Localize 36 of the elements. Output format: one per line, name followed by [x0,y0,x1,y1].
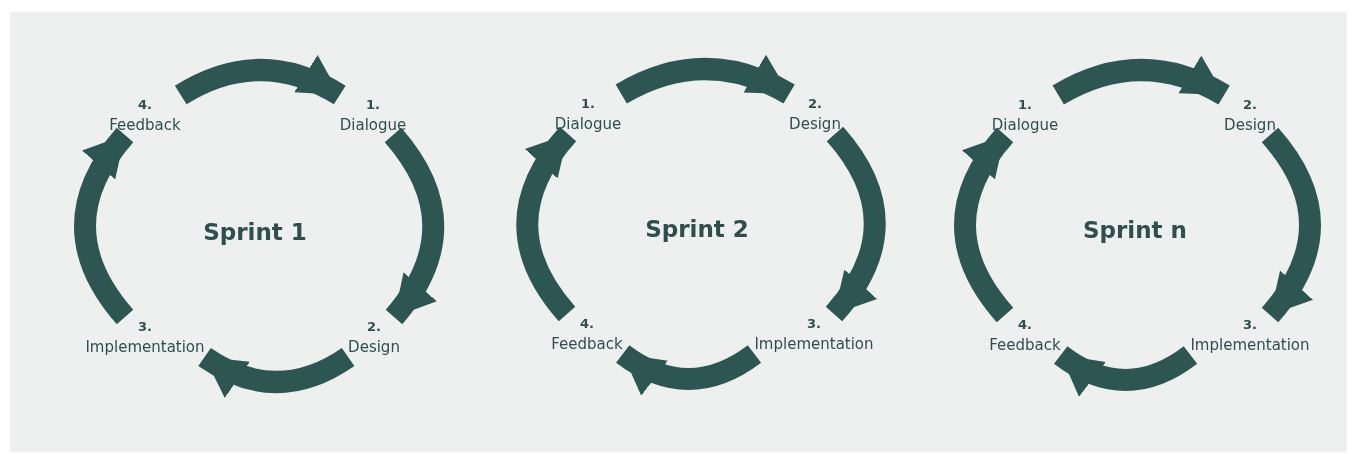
step-number: 3. [1242,316,1258,334]
step-number: 2. [366,318,382,336]
step-label: Design [789,114,841,134]
step-number: 2. [1242,96,1258,114]
curved-arrow [1261,128,1321,322]
step-label: Implementation [754,334,874,354]
step-number: 3. [806,315,822,333]
step-number: 4. [1017,316,1033,334]
step-number: 1. [580,95,596,113]
sprint-title: Sprint 2 [645,216,749,242]
curved-arrow [74,128,134,324]
step-number: 4. [579,315,595,333]
step-number: 1. [1017,96,1033,114]
sprint-title: Sprint n [1083,217,1187,243]
step-label: Dialogue [554,114,622,134]
curved-arrow [175,55,346,105]
curved-arrow [954,128,1014,322]
step-number: 4. [137,96,153,114]
step-label: Feedback [551,334,623,354]
curved-arrow [1052,56,1230,105]
step-number: 2. [807,95,823,113]
step-label: Feedback [109,115,181,135]
step-label: Design [1224,115,1276,135]
step-label: Feedback [989,335,1061,355]
step-label: Dialogue [991,115,1059,135]
curved-arrow [825,127,886,321]
step-label: Implementation [85,337,205,357]
step-number: 3. [137,318,153,336]
step-number: 1. [365,96,381,114]
step-label: Design [348,337,400,357]
curved-arrow [384,128,445,324]
step-label: Dialogue [339,115,407,135]
sprint-title: Sprint 1 [203,219,307,245]
curved-arrow [516,127,577,321]
step-label: Implementation [1190,335,1310,355]
curved-arrow [615,55,795,104]
